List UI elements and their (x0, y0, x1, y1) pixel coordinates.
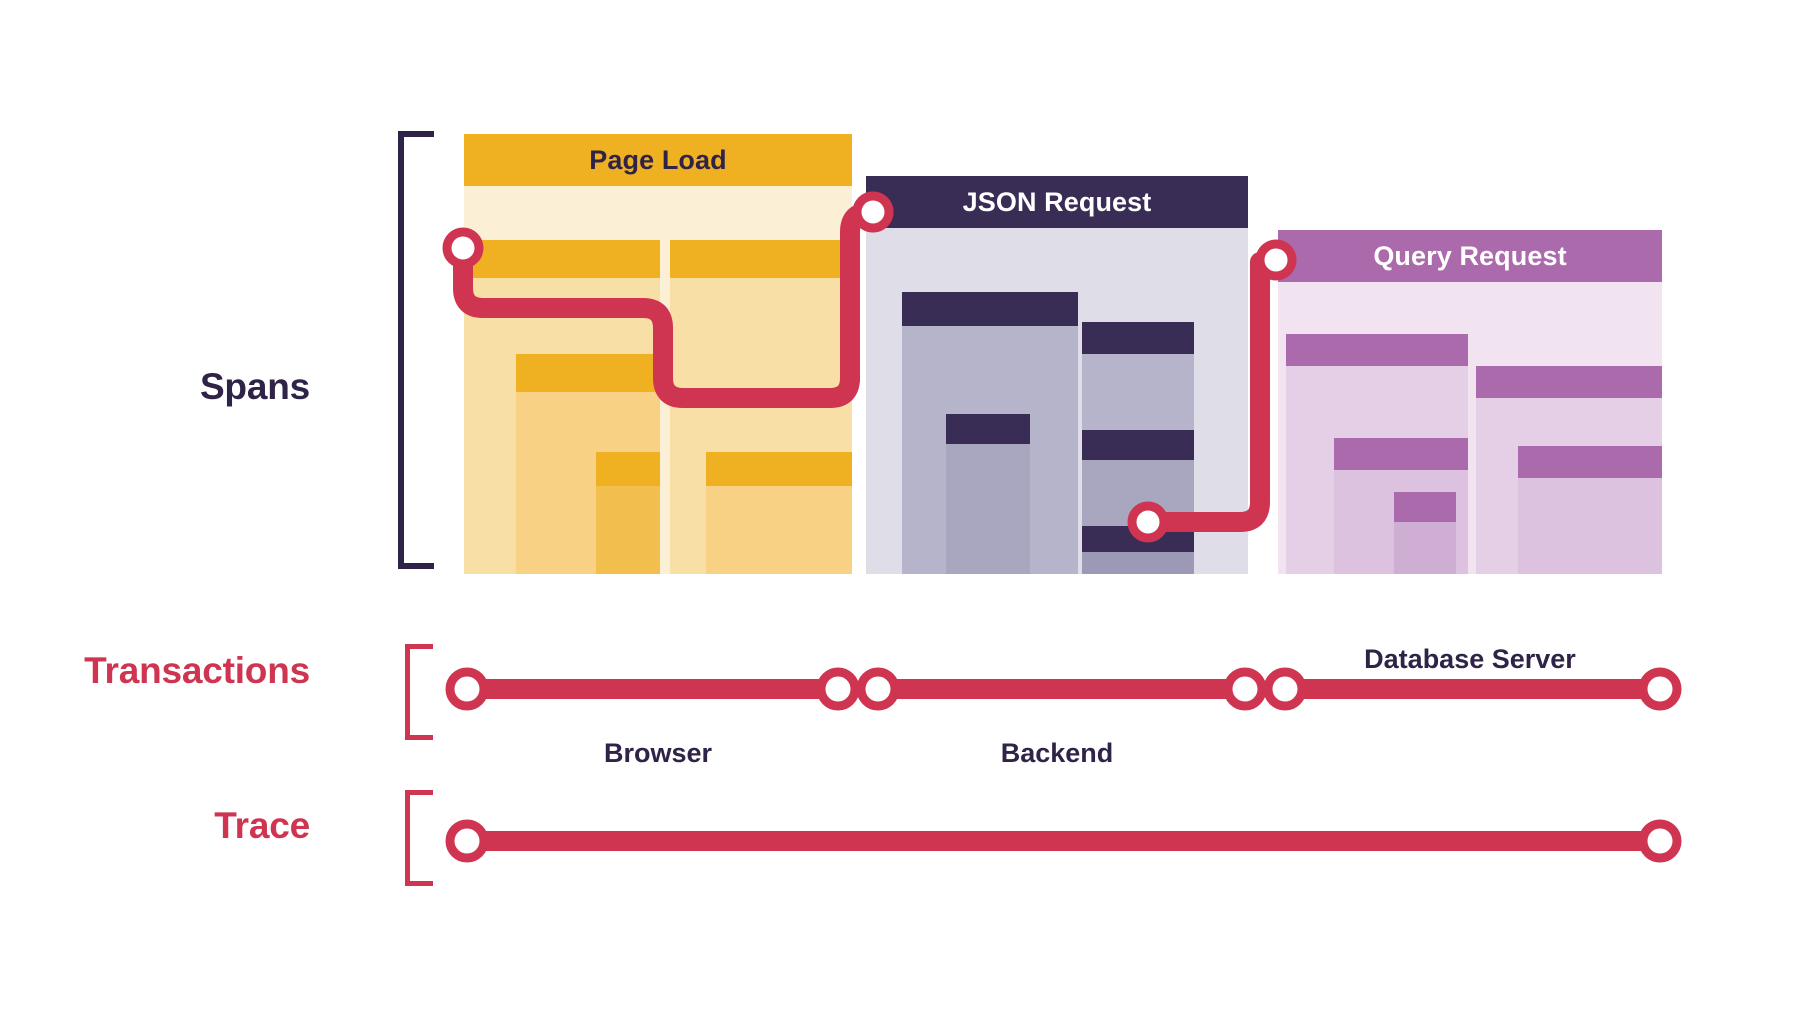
backend-span-4-cap (1082, 430, 1194, 460)
backend-span-5-cap (1082, 526, 1194, 552)
database-span-3-cap (1394, 492, 1456, 522)
database-span-5[interactable] (1518, 446, 1662, 574)
service-caption-browser: Browser (603, 738, 713, 768)
service-caption-backend: Backend (1000, 738, 1114, 768)
database-span-1-cap (1286, 334, 1468, 366)
transaction-node-browser-start[interactable] (445, 667, 489, 711)
row-label-trace: Trace (214, 805, 310, 846)
browser-span-3[interactable] (596, 452, 660, 574)
service-database[interactable]: Query Request Database Server (1278, 230, 1662, 674)
database-span-2-cap (1334, 438, 1468, 470)
browser-span-2-cap (516, 354, 660, 392)
backend-span-3-cap (1082, 322, 1194, 354)
service-browser[interactable]: Page Load Browser (464, 134, 852, 768)
transaction-node-database-start[interactable] (1263, 667, 1307, 711)
backend-span-2[interactable] (946, 414, 1030, 574)
bracket-trace (405, 790, 433, 886)
browser-span-5-cap (706, 452, 852, 486)
trace-node-start[interactable] (445, 819, 489, 863)
database-span-3[interactable] (1394, 492, 1456, 574)
browser-span-4-cap (670, 240, 852, 278)
browser-span-3-cap (596, 452, 660, 486)
row-label-spans: Spans (199, 366, 310, 407)
browser-span-5[interactable] (706, 452, 852, 574)
transaction-node-backend-end[interactable] (1223, 667, 1267, 711)
service-title-backend: JSON Request (866, 176, 1248, 228)
row-label-transactions: Transactions (84, 650, 310, 691)
backend-span-2-cap (946, 414, 1030, 444)
backend-span-1-cap (902, 292, 1078, 326)
transaction-node-database-end[interactable] (1638, 667, 1682, 711)
service-title-database: Query Request (1278, 230, 1662, 282)
transaction-node-backend-start[interactable] (856, 667, 900, 711)
service-backend[interactable]: JSON Request Backend (866, 176, 1248, 768)
backend-span-5[interactable] (1082, 526, 1194, 574)
browser-span-1-cap (464, 240, 660, 278)
trace-node-end[interactable] (1638, 819, 1682, 863)
bracket-transactions (405, 644, 433, 740)
bracket-spans (398, 131, 434, 569)
transaction-node-browser-end[interactable] (816, 667, 860, 711)
service-title-browser: Page Load (464, 134, 852, 186)
service-caption-database: Database Server (1364, 644, 1576, 674)
database-span-5-cap (1518, 446, 1662, 478)
database-span-4-cap (1476, 366, 1662, 398)
